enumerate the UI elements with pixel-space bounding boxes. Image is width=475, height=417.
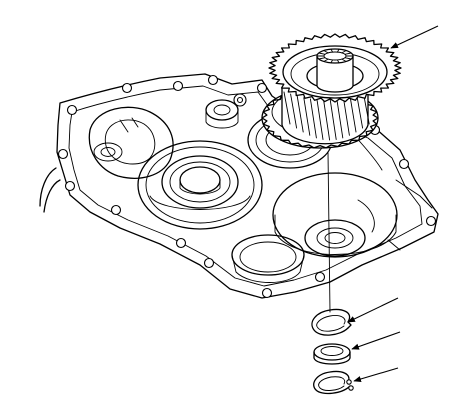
bolt-hole xyxy=(172,80,184,92)
helical-tooth xyxy=(283,91,291,125)
helical-tooth xyxy=(316,99,324,140)
bolt-hole xyxy=(314,271,326,283)
oil-port xyxy=(93,142,123,162)
bolt-hole xyxy=(57,148,69,160)
lower-cup xyxy=(231,234,305,283)
gear-hub-body xyxy=(281,87,369,145)
callout-snap-ring-upper xyxy=(347,297,399,323)
callout-snap-ring-lower xyxy=(353,367,399,382)
collar xyxy=(313,343,351,365)
helical-tooth xyxy=(336,98,344,139)
helical-tooth xyxy=(342,97,350,136)
bolt-hole xyxy=(110,204,122,216)
bolt-hole xyxy=(203,257,215,269)
helical-tooth xyxy=(356,93,364,129)
snap-ring-upper xyxy=(311,308,352,336)
bolt-hole xyxy=(175,237,187,249)
helical-tooth xyxy=(323,99,331,141)
helical-tooth xyxy=(309,98,317,139)
bolt-hole xyxy=(398,158,410,170)
helical-tooth xyxy=(303,97,311,136)
bolt-hole xyxy=(64,180,76,192)
bolt-hole xyxy=(425,215,437,227)
helical-tooth xyxy=(329,99,337,140)
snap-ring-lower xyxy=(313,370,354,395)
callout-main-gear xyxy=(390,25,439,49)
helical-tooth xyxy=(349,95,357,133)
bolt-hole xyxy=(261,287,273,299)
bolt-hole xyxy=(121,82,133,94)
center-bearing xyxy=(137,140,263,230)
left-cavity xyxy=(88,106,174,179)
bolt-hole xyxy=(66,104,78,116)
large-gear xyxy=(268,33,402,103)
helical-tooth xyxy=(290,93,298,129)
upper-boss xyxy=(205,99,239,129)
bolt-hole xyxy=(256,82,268,94)
housing-inner-edge xyxy=(68,85,423,287)
differential-bore xyxy=(272,172,398,258)
callout-collar xyxy=(351,331,401,350)
main-gear-assembly xyxy=(261,33,402,149)
helical-teeth xyxy=(283,91,370,141)
callout-pointers xyxy=(347,25,439,382)
transmission-housing xyxy=(39,73,439,299)
side-bracket xyxy=(39,167,61,213)
assembly-center-line xyxy=(327,151,331,313)
helical-tooth xyxy=(296,95,304,133)
dowel-hole xyxy=(236,96,244,104)
bolt-hole xyxy=(207,74,219,86)
